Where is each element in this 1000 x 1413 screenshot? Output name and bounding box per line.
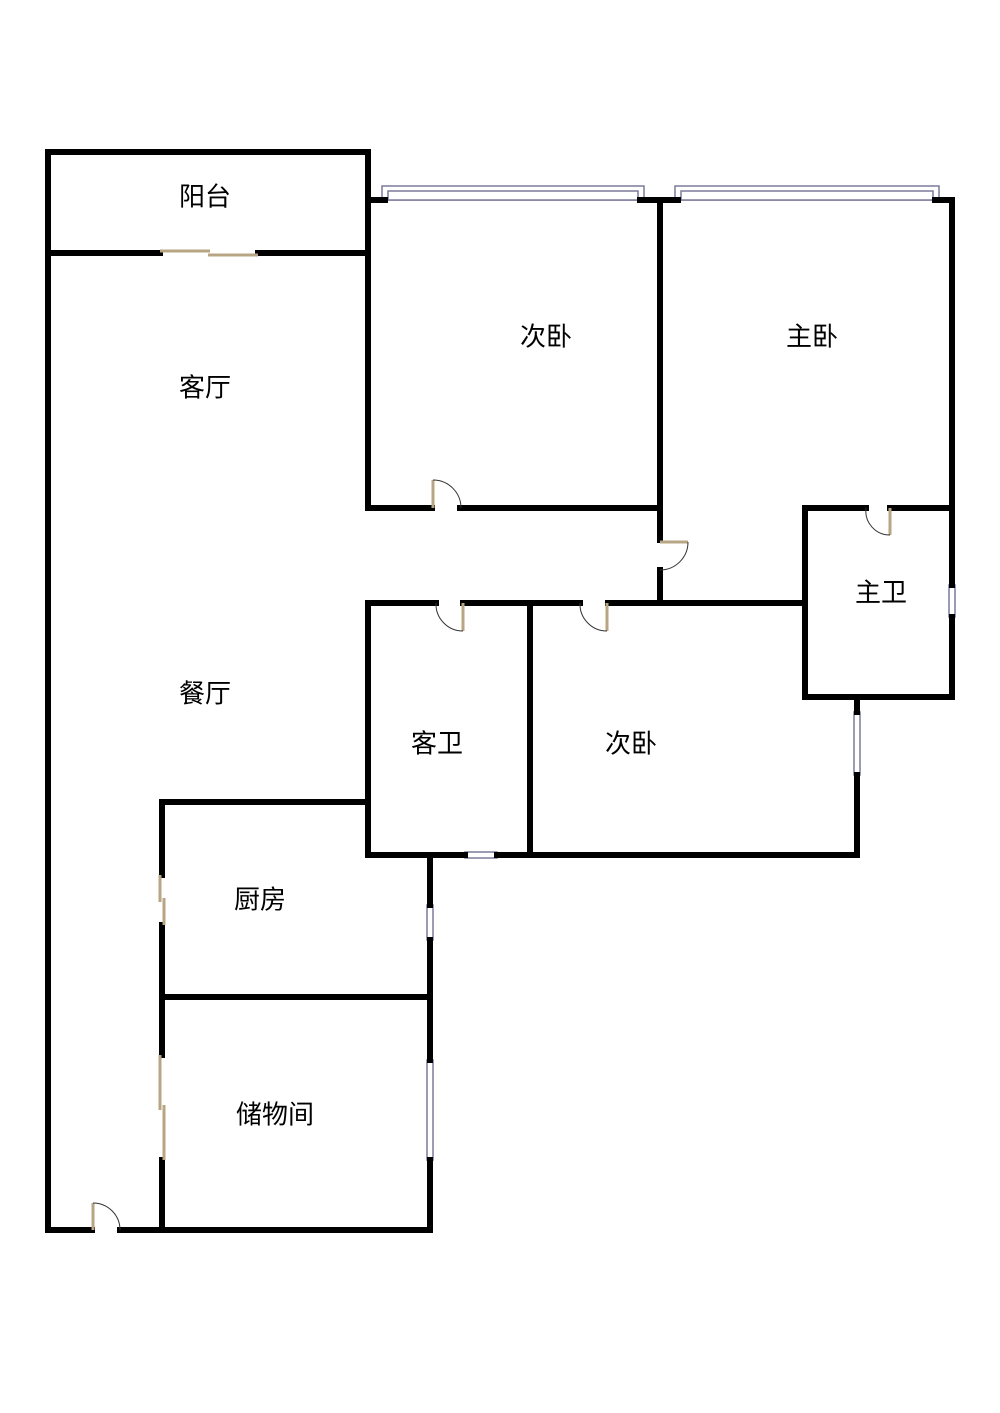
door-master-bedroom[interactable] [659, 540, 689, 571]
entrance-door[interactable] [91, 1202, 121, 1231]
window-second-bedroom-north [381, 185, 645, 201]
walls [45, 149, 955, 1233]
room-label-second-bedroom-north: 次卧 [519, 322, 573, 353]
window-kitchen [426, 904, 434, 941]
door-guest-bathroom[interactable] [435, 602, 465, 632]
room-label-master-bathroom: 主卫 [854, 578, 908, 609]
room-label-balcony: 阳台 [178, 182, 232, 213]
sliding-door-kitchen[interactable] [158, 875, 166, 925]
window-storage [426, 1059, 434, 1161]
window-guest-bathroom [464, 851, 498, 859]
window-master-bathroom [948, 584, 956, 618]
room-label-living-room: 客厅 [178, 373, 232, 404]
room-label-guest-bathroom: 客卫 [410, 729, 464, 760]
window-second-bedroom-south [853, 711, 861, 776]
room-label-master-bedroom: 主卧 [785, 322, 839, 353]
room-label-kitchen: 厨房 [233, 885, 287, 916]
window-master-bedroom [674, 185, 940, 201]
room-label-storage-room: 储物间 [235, 1100, 315, 1131]
door-master-bathroom[interactable] [865, 507, 892, 536]
room-label-second-bedroom-south: 次卧 [604, 729, 658, 760]
room-label-dining-room: 餐厅 [178, 679, 232, 710]
sliding-door-storage[interactable] [158, 1055, 166, 1160]
sliding-door-balcony[interactable] [160, 249, 258, 257]
door-second-bedroom-south[interactable] [579, 602, 609, 632]
door-second-bedroom-north[interactable] [431, 479, 462, 509]
